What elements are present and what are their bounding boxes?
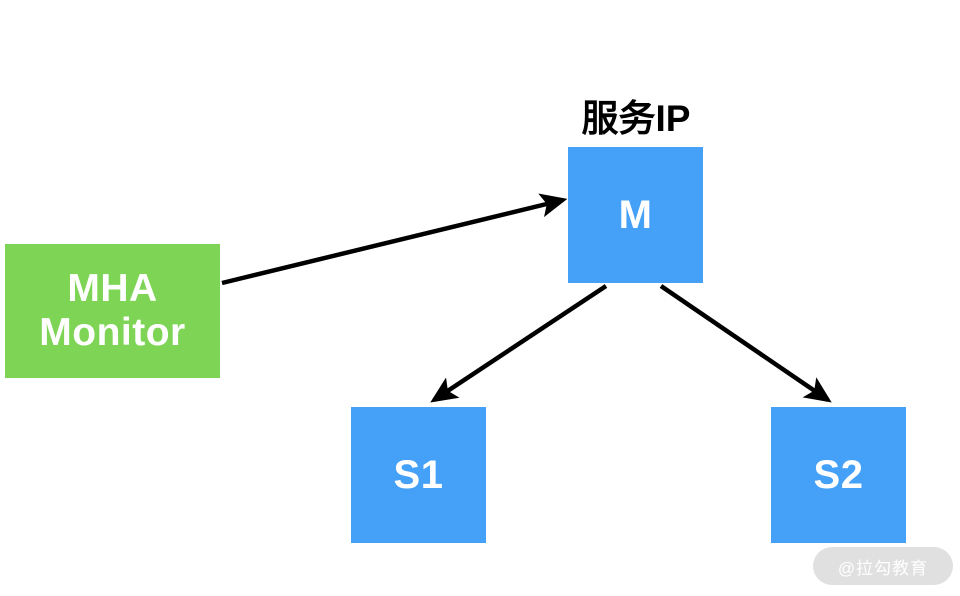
node-master-label: M <box>618 192 653 237</box>
edge-master-to-slave-2 <box>659 284 832 403</box>
node-slave-1: S1 <box>351 407 486 543</box>
node-mha-monitor-label: MHA Monitor <box>39 267 185 354</box>
edge-mha-to-master <box>221 193 568 286</box>
node-slave-2: S2 <box>771 407 906 543</box>
service-ip-caption: 服务IP <box>581 98 691 139</box>
node-master: M <box>568 147 703 283</box>
watermark-label: @拉勾教育 <box>837 558 929 578</box>
edge-master-to-slave-1 <box>430 284 608 403</box>
node-mha-monitor: MHA Monitor <box>5 244 220 378</box>
node-mha-monitor-label-line-2: Monitor <box>39 311 186 354</box>
node-mha-monitor-label-line-1: MHA <box>67 267 158 311</box>
watermark-badge: @拉勾教育 <box>813 547 953 585</box>
node-slave-1-label: S1 <box>393 452 444 497</box>
node-slave-2-label: S2 <box>813 452 864 497</box>
